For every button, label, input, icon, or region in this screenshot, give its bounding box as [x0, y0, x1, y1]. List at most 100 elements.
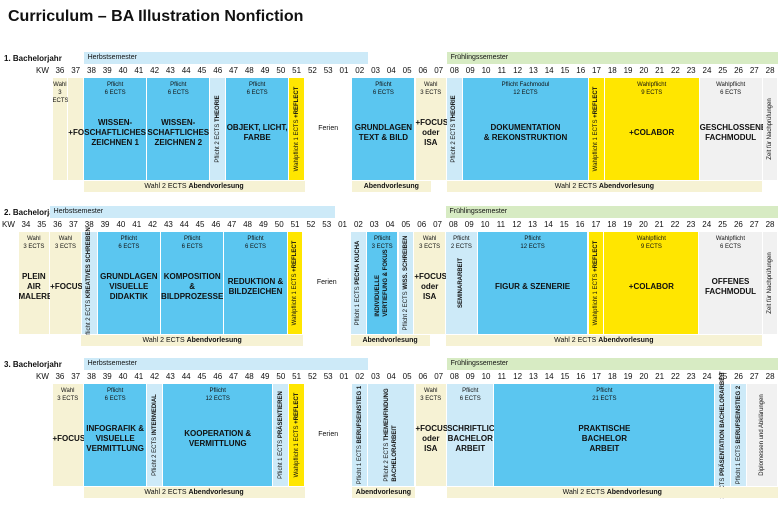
week-number: 04 — [386, 372, 396, 381]
module-ects: Wahl 3 ECTS — [54, 236, 76, 250]
abend-title: Abendvorlesung — [186, 337, 242, 344]
module-vertical-ects: Pflicht 1 ECTS — [277, 438, 284, 479]
abend-ects: Wahl 2 ECTS — [142, 337, 187, 344]
module-block: Wahlpflicht 1 ECTS +REFLECT — [589, 78, 604, 180]
module-block: Wahlpflicht 1 ECTS +REFLECT — [287, 232, 303, 334]
module-block: Wahlpflicht 1 ECTS +REFLECT — [289, 78, 305, 180]
abendvorlesung-bar: Wahl 2 ECTS Abendvorlesung — [446, 181, 763, 192]
module-title: GESCHLOSSENES FACHMODUL — [699, 123, 772, 142]
module-block: +FOCUS — [68, 78, 101, 180]
module-vertical-label: Pflicht 2 ECTS KREATIVES SCHREIBEN — [85, 227, 93, 339]
week-number: 19 — [623, 66, 633, 75]
week-number: 23 — [686, 220, 696, 229]
week-number: 20 — [638, 220, 648, 229]
week-number: 18 — [607, 220, 617, 229]
week-number: 01 — [338, 220, 348, 229]
week-number: 28 — [765, 66, 775, 75]
module-block: Zeit für Nachprüfungen — [762, 78, 778, 180]
module-ects: Wahlpflicht 6 ECTS — [715, 236, 746, 250]
week-number: 38 — [87, 372, 96, 381]
week-number: 12 — [512, 220, 522, 229]
week-number: 08 — [450, 372, 459, 381]
abend-title: Abendvorlesung — [188, 489, 244, 496]
module-vertical-ects: Wahlpflicht 1 ECTS — [293, 423, 300, 478]
week-number: 47 — [229, 66, 238, 75]
module-block: Pflicht 2 ECTS THEORIE — [210, 78, 226, 180]
week-number: 37 — [68, 220, 78, 229]
module-vertical-title: +REFLECT — [593, 86, 600, 118]
module-vertical-title: KREATIVES SCHREIBEN — [86, 227, 93, 299]
module-ects: Wahl 3 ECTS — [57, 388, 79, 402]
week-number: 06 — [417, 220, 427, 229]
week-number: 20 — [639, 372, 649, 381]
week-number: 38 — [84, 220, 94, 229]
module-block: Wahl 3 ECTS+FOCUS oder ISA — [415, 384, 448, 486]
week-number: 42 — [150, 66, 160, 75]
module-vertical-label: Pflicht 1 ECTS PRÄSENTIEREN — [277, 391, 285, 479]
week-number: 04 — [385, 220, 395, 229]
herbstsemester-bar: Herbstsemester — [83, 52, 368, 64]
module-vertical-title: PRÄSENTIEREN — [277, 391, 284, 439]
module-vertical-label: Pflicht 1 ECTS BERUFSEINSTIEG 2 — [735, 386, 743, 484]
page-title: Curriculum – BA Illustration Nonfiction — [8, 8, 304, 25]
module-ects: Pflicht 6 ECTS — [459, 388, 481, 402]
module-ects: Wahl 3 ECTS — [419, 236, 441, 250]
week-number: 23 — [686, 372, 696, 381]
week-number: 38 — [87, 66, 96, 75]
module-block: Zeit für Nachprüfungen — [762, 232, 778, 334]
module-vertical-label: Pflicht 2 ECTS THEORIE — [214, 95, 222, 162]
module-block: 3 ECTS PRÄSENTATION BACHELORARBEIT — [715, 371, 731, 499]
module-vertical-label: INDIVIDUELLE VERTIEFUNG & FOKUS — [374, 249, 390, 316]
week-number: 49 — [258, 220, 268, 229]
module-ects: Pflicht 6 ECTS — [372, 82, 394, 96]
week-number: 39 — [102, 372, 112, 381]
week-number: 39 — [100, 220, 110, 229]
week-number: 18 — [607, 66, 617, 75]
week-number: 47 — [227, 220, 237, 229]
module-title: +FOCUS — [68, 128, 101, 138]
week-number: 37 — [71, 372, 81, 381]
week-number: 23 — [686, 66, 696, 75]
week-number: 41 — [134, 372, 144, 381]
week-number: 17 — [591, 220, 601, 229]
week-number: 48 — [244, 66, 254, 75]
module-title: GRUNDLAGEN VISUELLE DIDAKTIK — [100, 272, 158, 301]
week-number: 02 — [353, 220, 363, 229]
week-number: 46 — [213, 372, 223, 381]
week-number: 13 — [528, 66, 538, 75]
week-number: 27 — [749, 372, 759, 381]
module-ects: Wahlpflicht 9 ECTS — [636, 236, 666, 250]
abendvorlesung-bar: Wahl 2 ECTS Abendvorlesung — [446, 487, 778, 498]
module-block: Wahlpflicht 1 ECTS +REFLECT — [289, 384, 305, 486]
module-title: Ferien — [318, 125, 339, 132]
module-block: Wahl 3 ECTS+FOCUS oder ISA — [415, 78, 448, 180]
week-number: 20 — [639, 66, 649, 75]
module-vertical-ects: Pflicht 1 ECTS — [356, 443, 363, 485]
week-number: 47 — [229, 372, 238, 381]
week-number: 17 — [592, 66, 601, 75]
week-number: 18 — [607, 372, 617, 381]
module-title: +FOCUS oder ISA — [414, 272, 447, 301]
module-block: Wahl 3 ECTS+FOCUS — [52, 384, 85, 486]
week-number: 05 — [401, 220, 411, 229]
module-vertical-label: Wahlpflicht 1 ECTS +REFLECT — [291, 241, 299, 326]
week-number: 11 — [497, 66, 506, 75]
week-number: 46 — [213, 66, 223, 75]
module-block: Diplomessen und Abklärungen — [746, 384, 778, 486]
module-block: Pflicht 2 ECTS INTERMEDIAL — [147, 384, 162, 486]
abendvorlesung-bar: Wahl 2 ECTS Abendvorlesung — [445, 335, 763, 346]
abendvorlesung-bar: Abendvorlesung — [351, 487, 415, 498]
week-number: 01 — [339, 66, 349, 75]
week-number: 28 — [765, 220, 775, 229]
abend-title: Abendvorlesung — [363, 183, 419, 190]
week-number: 39 — [102, 66, 112, 75]
week-number: 48 — [243, 220, 253, 229]
module-block: Pflicht 3 ECTS — [366, 232, 398, 334]
week-number: 10 — [480, 220, 490, 229]
